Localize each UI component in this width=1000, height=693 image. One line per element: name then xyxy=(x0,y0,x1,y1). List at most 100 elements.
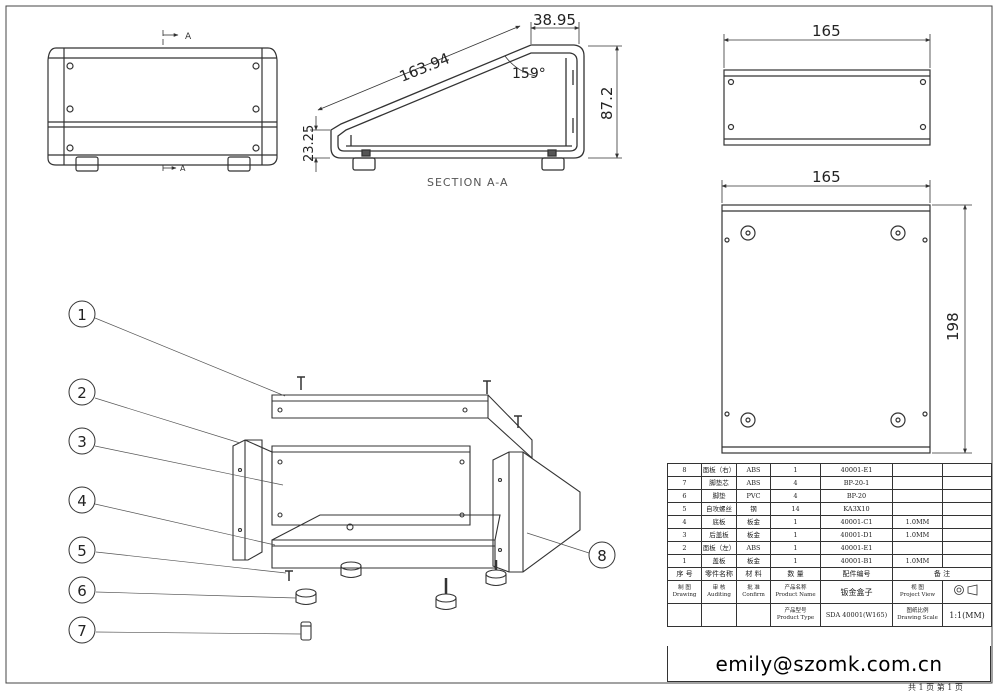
bom-header-note: 备 注 xyxy=(892,567,992,581)
balloon-6: 6 xyxy=(68,576,96,604)
bom-cell-name: 脚垫 xyxy=(701,489,737,503)
bom-cell-no: 8 xyxy=(667,463,702,477)
bom-cell-name: 面板（右） xyxy=(701,463,737,477)
bom-cell-no: 7 xyxy=(667,476,702,490)
plan-view-width: 165 xyxy=(812,168,841,186)
bom-header-no: 序 号 xyxy=(667,567,702,581)
front-view xyxy=(47,30,278,174)
plan-view-height: 198 xyxy=(944,312,962,341)
bom-cell-note: 1.0MM xyxy=(892,554,943,568)
bom-cell-material: 钢 xyxy=(736,502,771,516)
dim-slope-length: 163.94 xyxy=(397,49,452,85)
balloon-2: 2 xyxy=(68,378,96,406)
bom-cell-no: 5 xyxy=(667,502,702,516)
balloon-8: 8 xyxy=(588,541,616,569)
plan-view xyxy=(721,180,972,454)
sheet-border xyxy=(5,5,993,684)
svg-text:5: 5 xyxy=(77,542,87,560)
bom-cell-part-no: 40001-C1 xyxy=(820,515,893,529)
contact-email: emily@szomk.com.cn xyxy=(667,646,991,682)
bom-cell-note xyxy=(892,502,943,516)
balloon-3: 3 xyxy=(68,427,96,455)
bom-cell-part-no: BP-20 xyxy=(820,489,893,503)
bom-cell-material: ABS xyxy=(736,476,771,490)
bom-cell-qty: 1 xyxy=(770,515,821,529)
leader-lines xyxy=(94,317,590,635)
section-view xyxy=(330,44,585,171)
exploded-view xyxy=(232,376,581,641)
bom-header-qty: 数 量 xyxy=(770,567,821,581)
bom-cell-no: 6 xyxy=(667,489,702,503)
balloon-4: 4 xyxy=(68,486,96,514)
bom-cell-part-no: 40001-D1 xyxy=(820,528,893,542)
svg-text:8: 8 xyxy=(597,547,607,565)
bom-cell-note: 1.0MM xyxy=(892,528,943,542)
bom-cell-name: 自攻螺丝 xyxy=(701,502,737,516)
svg-text:4: 4 xyxy=(77,492,87,510)
bom-cell-qty: 14 xyxy=(770,502,821,516)
bom-cell-qty: 1 xyxy=(770,463,821,477)
balloon-7: 7 xyxy=(68,616,96,644)
bom-cell-qty: 1 xyxy=(770,541,821,555)
dim-front-height: 23.25 xyxy=(302,125,317,162)
balloon-1: 1 xyxy=(68,300,96,328)
bom-cell-no: 4 xyxy=(667,515,702,529)
projection-symbol-icon xyxy=(954,584,978,596)
dim-top-width: 38.95 xyxy=(533,11,576,29)
bom-cell-part-no: 40001-B1 xyxy=(820,554,893,568)
bom-cell-qty: 4 xyxy=(770,476,821,490)
top-view xyxy=(723,34,931,146)
bom-cell-part-no: 40001-E1 xyxy=(820,541,893,555)
svg-text:7: 7 xyxy=(77,622,87,640)
bom-cell-note xyxy=(892,463,943,477)
bom-cell-part-no: 40001-E1 xyxy=(820,463,893,477)
bom-cell-material: 板金 xyxy=(736,515,771,529)
bom-cell-name: 脚垫芯 xyxy=(701,476,737,490)
bom-header-name: 零件名称 xyxy=(701,567,737,581)
page-footer: 共 1 页 第 1 页 xyxy=(908,683,963,692)
bom-header-part-no: 配件编号 xyxy=(820,567,893,581)
bom-cell-material: 板金 xyxy=(736,528,771,542)
bom-header-material: 材 料 xyxy=(736,567,771,581)
bom-cell-no: 1 xyxy=(667,554,702,568)
bom-cell-part-no: KA3X10 xyxy=(820,502,893,516)
projection-symbol xyxy=(942,580,992,604)
section-mark-top: A xyxy=(185,32,192,42)
bom-cell-note xyxy=(892,476,943,490)
balloon-5: 5 xyxy=(68,536,96,564)
top-view-width: 165 xyxy=(812,22,841,40)
bom-cell-note xyxy=(892,489,943,503)
svg-text:2: 2 xyxy=(77,384,87,402)
bom-cell-name: 盖板 xyxy=(701,554,737,568)
bom-cell-material: ABS xyxy=(736,463,771,477)
scale-value: 1:1(MM) xyxy=(942,603,992,627)
product-name-value: 钣金盒子 xyxy=(820,580,893,604)
bom-cell-note: 1.0MM xyxy=(892,515,943,529)
svg-text:1: 1 xyxy=(77,306,87,324)
bom-header-row: 序 号 零件名称 材 料 数 量 配件编号 备 注 xyxy=(667,567,992,581)
product-type-value: SDA 40001(W165) xyxy=(820,603,893,627)
bom-cell-no: 2 xyxy=(667,541,702,555)
dim-angle: 159° xyxy=(512,66,546,82)
bom-cell-name: 后盖板 xyxy=(701,528,737,542)
bom-cell-name: 底板 xyxy=(701,515,737,529)
